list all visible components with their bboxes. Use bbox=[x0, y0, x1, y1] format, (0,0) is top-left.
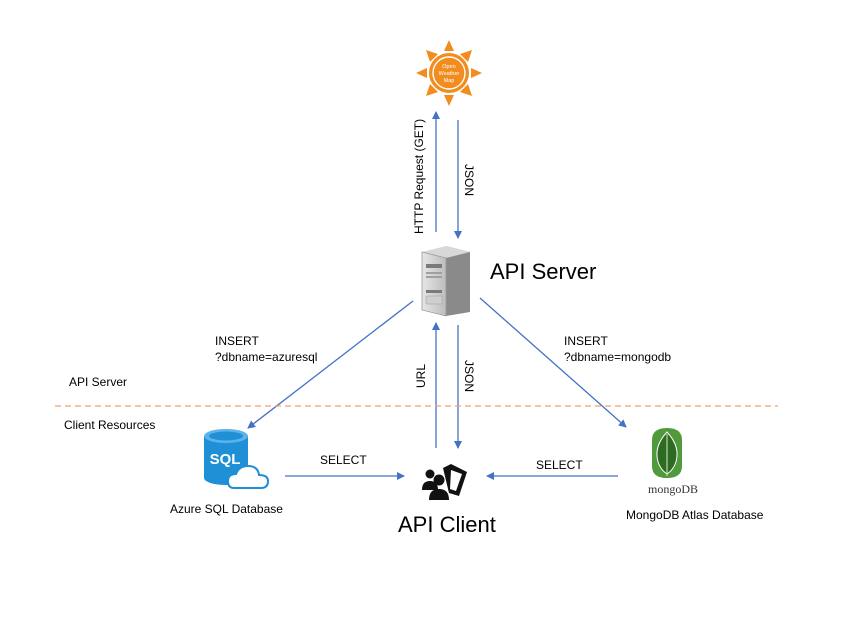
sql-logo-text: SQL bbox=[210, 451, 241, 468]
insert-mongo-line1: INSERT bbox=[564, 334, 608, 348]
json-bottom-label: JSON bbox=[462, 360, 476, 393]
http-request-label: HTTP Request (GET) bbox=[412, 118, 426, 234]
url-label: URL bbox=[414, 363, 428, 388]
insert-azure-arrow bbox=[247, 300, 414, 429]
sun-logo-text-1: Open bbox=[442, 64, 455, 70]
insert-azure-line1: INSERT bbox=[215, 334, 259, 348]
openweathermap-sun-icon: Open Weather Map bbox=[416, 40, 482, 106]
mongodb-label: MongoDB Atlas Database bbox=[626, 508, 764, 522]
api-client-icon bbox=[422, 464, 467, 500]
api-client-title: API Client bbox=[398, 512, 496, 537]
insert-mongo-arrow bbox=[479, 297, 627, 428]
select-left-label: SELECT bbox=[320, 453, 367, 467]
zone-label-api-server: API Server bbox=[69, 375, 128, 389]
sun-logo-text-2: Weather bbox=[439, 71, 460, 77]
api-server-title: API Server bbox=[490, 259, 597, 284]
insert-azure-label: INSERT ?dbname=azuresql bbox=[215, 333, 317, 365]
mongodb-logo-text: mongoDB bbox=[648, 482, 698, 496]
zone-label-client-resources: Client Resources bbox=[64, 418, 156, 432]
insert-azure-line2: ?dbname=azuresql bbox=[215, 350, 318, 365]
azure-sql-database-icon: SQL bbox=[204, 429, 270, 489]
mongodb-atlas-icon: mongoDB bbox=[648, 428, 698, 496]
server-icon bbox=[421, 246, 470, 317]
insert-mongo-line2: ?dbname=mongodb bbox=[564, 350, 672, 365]
json-top-label: JSON bbox=[462, 164, 476, 197]
sun-logo-text-3: Map bbox=[444, 78, 455, 84]
insert-mongo-label: INSERT ?dbname=mongodb bbox=[564, 333, 671, 365]
select-right-label: SELECT bbox=[536, 458, 583, 472]
azure-sql-label: Azure SQL Database bbox=[170, 502, 283, 516]
